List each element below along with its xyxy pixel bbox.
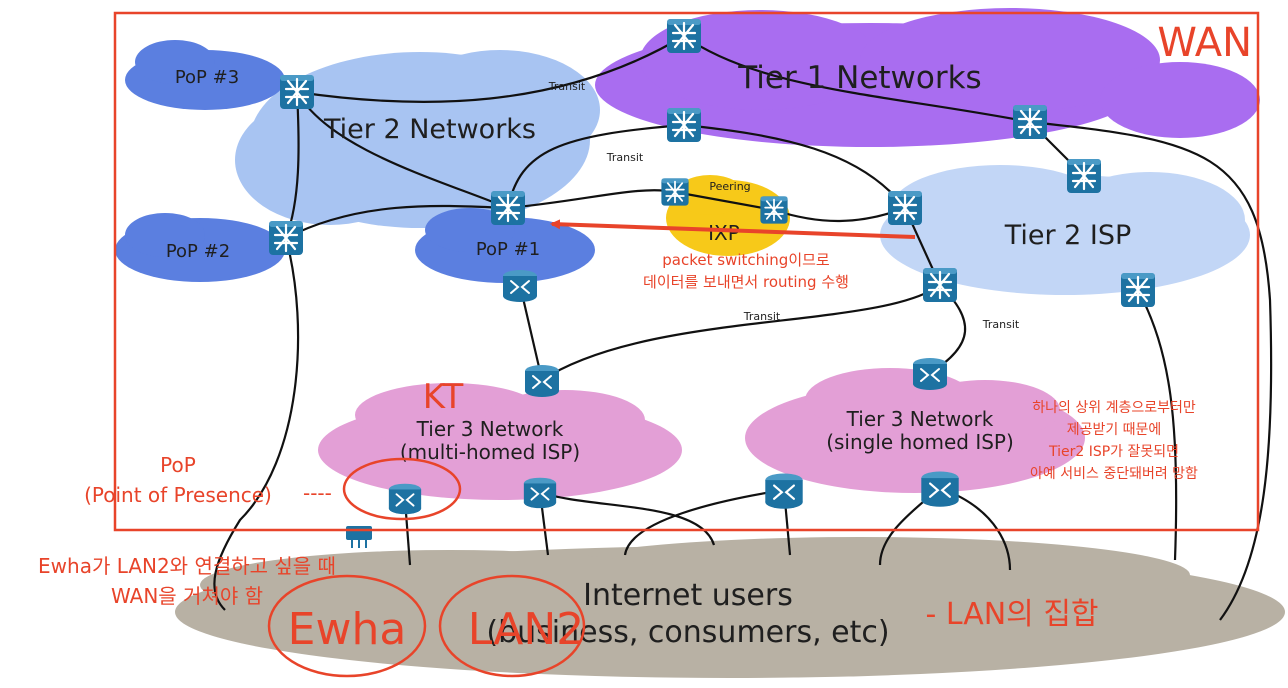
ixp-label: IXP <box>708 221 740 245</box>
pop-highlight-circle <box>342 457 462 521</box>
wan-boundary <box>113 11 1260 532</box>
router-icon <box>489 189 527 227</box>
single-homed-note: Tier2 ISP가 잘못되면 <box>1048 444 1179 460</box>
single-homed-note: 제공받기 때문에 <box>1067 422 1162 438</box>
internet-users-subtitle: (business, consumers, etc) <box>486 615 889 650</box>
ewha-circle <box>267 574 427 678</box>
ixp-cloud <box>666 175 790 256</box>
single-homed-note: 하나의 상위 계층으로부터만 <box>1032 400 1196 416</box>
ewha-lan2-note: Ewha가 LAN2와 연결하고 싶을 때 <box>38 554 336 578</box>
tier-2-label: Tier 2 Networks <box>323 114 536 145</box>
network-links <box>213 35 1273 621</box>
tier-3-single-homed-subtitle: (single homed ISP) <box>826 430 1014 454</box>
lan-set-note: - LAN의 집합 <box>925 597 1098 632</box>
peering-label: Peering <box>709 180 750 193</box>
switch-icon <box>522 476 558 510</box>
router-icon <box>1011 103 1049 141</box>
lan2-circle <box>438 574 586 678</box>
router-icon <box>886 189 924 227</box>
pop-annotation-dash: ---- <box>303 481 332 505</box>
switch-icon <box>524 364 560 398</box>
routing-arrow <box>550 219 916 239</box>
router-icon <box>921 266 959 304</box>
router-icon <box>1065 157 1103 195</box>
tier-1-label: Tier 1 Networks <box>737 60 981 96</box>
kt-annotation: KT <box>423 377 464 417</box>
transit-label: Transit <box>548 80 586 93</box>
pop-3-cloud <box>125 40 285 110</box>
tier-3-multi-homed-cloud <box>318 383 682 500</box>
switch-icon <box>502 269 538 303</box>
router-icon <box>665 17 703 55</box>
router-icon <box>660 177 690 207</box>
internet-users-title: Internet users <box>583 578 793 613</box>
packet-switching-note: packet switching이므로 <box>662 251 830 269</box>
tier-1-networks-cloud <box>595 8 1260 147</box>
single-homed-note: 아예 서비스 중단돼버려 망함 <box>1030 466 1198 482</box>
switch-icon <box>912 357 948 391</box>
tier-3-single-homed-cloud <box>745 368 1085 493</box>
transit-label: Transit <box>743 310 781 323</box>
router-icon <box>278 73 316 111</box>
wan-required-note: WAN을 거쳐야 함 <box>111 584 263 608</box>
routing-note: 데이터를 보내면서 routing 수행 <box>643 273 849 291</box>
switch-icon <box>920 470 960 508</box>
ewha-label: Ewha <box>288 604 407 655</box>
tier-3-multi-homed-title: Tier 3 Network <box>416 417 564 441</box>
internet-users-cloud <box>175 537 1285 678</box>
router-icon <box>759 195 789 225</box>
tier-3-multi-homed-subtitle: (multi-homed ISP) <box>400 440 580 464</box>
pop-2-label: PoP #2 <box>166 241 230 262</box>
pop-annotation-title: PoP <box>160 453 196 477</box>
tier-2-isp-cloud <box>880 165 1250 295</box>
pop-annotation-subtitle: (Point of Presence) <box>84 483 272 507</box>
tier-2-isp-label: Tier 2 ISP <box>1004 220 1132 251</box>
pop-3-label: PoP #3 <box>175 67 239 88</box>
pop-2-cloud <box>115 213 285 282</box>
lan2-label: LAN2 <box>468 604 585 655</box>
router-icon <box>1119 271 1157 309</box>
tier-3-single-homed-title: Tier 3 Network <box>846 407 994 431</box>
switch-icon <box>764 472 804 510</box>
router-icon <box>665 106 703 144</box>
router-icon <box>267 219 305 257</box>
wan-label: WAN <box>1157 20 1252 66</box>
switch-icon <box>387 482 423 516</box>
transit-label: Transit <box>982 318 1020 331</box>
pop-1-label: PoP #1 <box>476 239 540 260</box>
transit-label: Transit <box>606 151 644 164</box>
